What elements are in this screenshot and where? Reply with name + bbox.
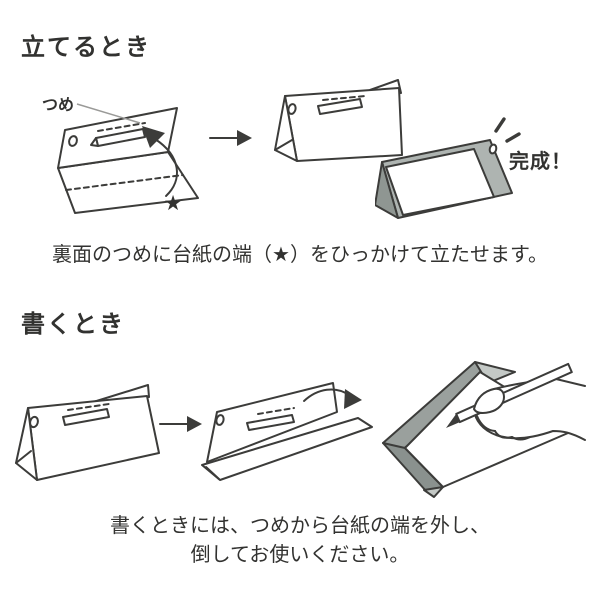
diagram-standing-stand (274, 79, 403, 162)
diagram-opened-stand (201, 382, 373, 481)
hanging-hole-icon (29, 415, 39, 429)
tsume-leader-line (76, 103, 141, 124)
tsume-label: つめ (42, 97, 75, 114)
hanging-hole-icon (287, 103, 297, 115)
hanging-hole-icon (488, 143, 498, 155)
diagram-unfolded-stand: ★ (57, 103, 199, 215)
stand-caption: 裏面のつめに台紙の端（★）をひっかけて立たせます。 (52, 244, 548, 266)
claw-tab-icon (317, 98, 363, 115)
star-mark: ★ (164, 192, 183, 215)
flip-arrow-head-icon (344, 389, 362, 409)
finger-bump-3 (511, 436, 531, 441)
finger-bump-2 (494, 430, 513, 439)
claw-fold-mark (90, 137, 99, 147)
side-triangle (274, 95, 298, 162)
write-section-heading: 書くとき (21, 311, 125, 338)
hook-arrow-curve (154, 138, 178, 197)
sparkle-icon (494, 117, 521, 143)
diagram-standing-stand-write (15, 384, 160, 481)
unfolded-stand-shape (57, 107, 199, 214)
side-triangle (375, 161, 399, 219)
diagram-finished-stand (375, 117, 521, 219)
arrow-right-icon (209, 130, 252, 146)
claw-dashed-line (97, 122, 146, 132)
hanging-hole-icon (68, 135, 78, 147)
claw-dashed-line (257, 407, 295, 415)
side-crease (15, 450, 32, 464)
pen-tip (446, 413, 460, 428)
side-triangle (15, 407, 38, 481)
arrow-right-icon (159, 416, 202, 432)
gripping-fingers (473, 387, 531, 441)
hook-arrow-head-icon (142, 126, 165, 148)
hanging-hole-icon (215, 414, 225, 426)
write-caption-line2: 倒してお使いください。 (190, 544, 410, 566)
side-crease (274, 139, 293, 151)
diagram-writing-hand (382, 361, 586, 498)
write-caption: 書くときには、つめから台紙の端を外し、 倒してお使いください。 (0, 512, 600, 570)
claw-dashed-line (67, 403, 110, 411)
hand-bottom-contour (473, 408, 586, 441)
fold-dashed-line (65, 174, 184, 191)
claw-tab-icon (246, 414, 295, 431)
paper-sheet (385, 148, 495, 216)
write-caption-line1: 書くときには、つめから台紙の端を外し、 (110, 515, 490, 537)
stand-section-heading: 立てるとき (21, 34, 151, 61)
done-label: 完成！ (509, 151, 572, 173)
front-panel (27, 395, 160, 481)
thumb-index-over-pen (473, 387, 505, 414)
claw-dashed-line (322, 95, 366, 101)
finger-bump-1 (476, 415, 496, 432)
side-crease (205, 466, 220, 480)
board-bottom-tip (423, 486, 444, 498)
claw-tab-icon (62, 408, 110, 426)
